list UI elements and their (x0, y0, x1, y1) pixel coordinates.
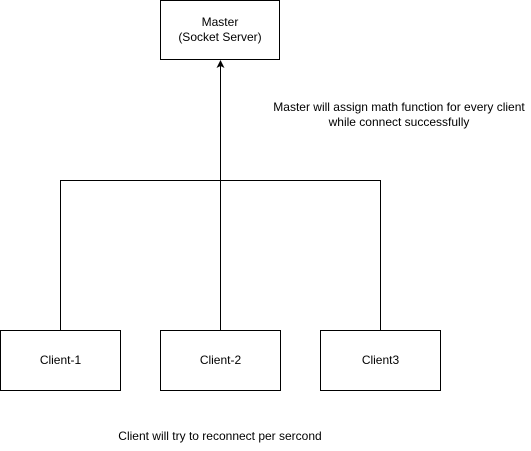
client-1-node[interactable]: Client-1 (0, 330, 121, 391)
connector-bus (60, 180, 381, 330)
master-node-title: Master (201, 15, 239, 29)
master-node[interactable]: Master (Socket Server) (160, 0, 280, 60)
master-note-line-2: while connect successfully (328, 115, 470, 129)
client-note-text: Client will try to reconnect per sercond (118, 429, 322, 443)
client-reconnect-note: Client will try to reconnect per sercond (100, 429, 340, 444)
master-node-subtitle: (Socket Server) (178, 30, 262, 44)
client-3-label: Client3 (361, 353, 400, 367)
client-1-label: Client-1 (39, 353, 82, 367)
client-2-node[interactable]: Client-2 (160, 330, 281, 391)
client-3-node[interactable]: Client3 (320, 330, 441, 391)
client-2-label: Client-2 (199, 353, 242, 367)
master-note-line-1: Master will assign math function for eve… (273, 100, 525, 114)
master-assignment-note: Master will assign math function for eve… (266, 100, 531, 130)
